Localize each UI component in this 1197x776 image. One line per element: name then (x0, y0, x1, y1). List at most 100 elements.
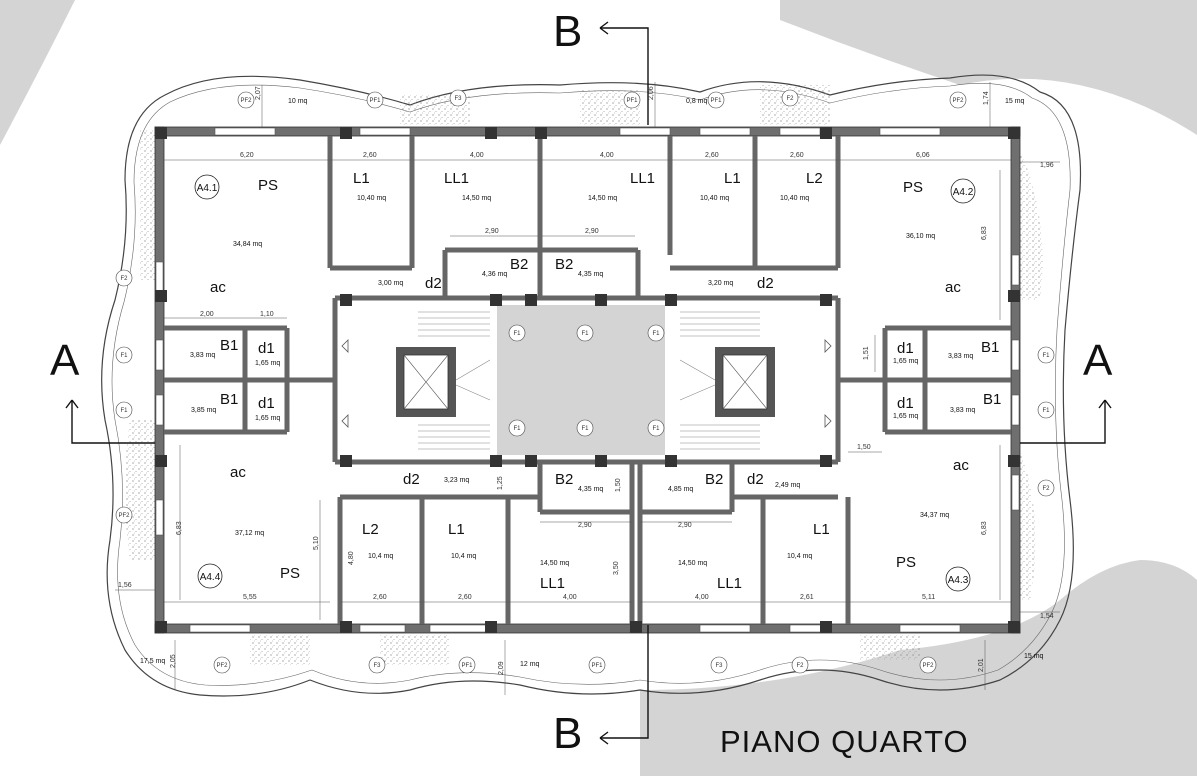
fixture-tag: F1 (1042, 408, 1050, 414)
dimension-label: 1,10 (260, 311, 274, 318)
dimension-label: 2,60 (458, 594, 472, 601)
area-label: 12 mq (520, 661, 540, 668)
dimension-label: 5,55 (243, 594, 257, 601)
room-label: ac (230, 464, 246, 481)
area-label: 10,4 mq (787, 553, 812, 560)
room-label: B2 (705, 471, 723, 488)
area-label: 10,40 mq (780, 195, 809, 202)
fixture-tag: PF1 (626, 98, 638, 104)
dimension-label: 1,56 (118, 582, 132, 589)
section-b-bottom: B (553, 709, 582, 758)
dimension-label: 1,50 (857, 444, 871, 451)
area-label: 0,8 mq (686, 98, 708, 105)
area-label: 10,40 mq (357, 195, 386, 202)
area-label: 3,20 mq (708, 280, 733, 287)
room-label: d1 (897, 395, 914, 412)
room-label: L1 (353, 170, 370, 187)
dimension-label: 6,20 (240, 152, 254, 159)
room-label: PS (280, 565, 300, 582)
fixture-tag: F1 (513, 426, 521, 432)
area-label: 1,65 mq (255, 360, 280, 367)
room-label: LL1 (540, 575, 565, 592)
room-label: LL1 (444, 170, 469, 187)
room-areas: 34,84 mq 36,10 mq 37,12 mq 34,37 mq 10,4… (140, 98, 1044, 668)
dimension-label: 2,90 (578, 522, 592, 529)
room-label: PS (903, 179, 923, 196)
room-label: ac (953, 457, 969, 474)
room-label: ac (945, 279, 961, 296)
dimension-label: 1,54 (1040, 613, 1054, 620)
area-label: 4,35 mq (578, 271, 603, 278)
fixture-tag: F1 (1042, 353, 1050, 359)
fixture-tag: PF1 (591, 663, 603, 669)
dimension-label: 1,25 (497, 476, 504, 490)
section-markers (65, 21, 1112, 745)
dimension-label: 2,00 (200, 311, 214, 318)
room-label: B1 (983, 391, 1001, 408)
fixture-tag-texts: PF2 PF1 F3 PF1 PF1 F2 PF2 F2 F1 F1 PF2 F… (118, 96, 1050, 669)
room-label: B1 (220, 391, 238, 408)
dimension-label: 2,90 (585, 228, 599, 235)
dimension-label: 4,00 (470, 152, 484, 159)
room-label: d1 (897, 340, 914, 357)
dimension-texts: 6,20 2,60 4,00 4,00 2,60 2,60 6,06 2,90 … (118, 86, 1054, 675)
area-label: 3,23 mq (444, 477, 469, 484)
area-label: 1,65 mq (255, 415, 280, 422)
dimension-label: 2,09 (498, 661, 505, 675)
dimension-label: 4,00 (563, 594, 577, 601)
fixture-tag: PF1 (369, 98, 381, 104)
section-b-top: B (553, 7, 582, 56)
area-label: 34,37 mq (920, 512, 949, 519)
room-label: L1 (448, 521, 465, 538)
room-label: PS (258, 177, 278, 194)
dimension-label: 4,00 (695, 594, 709, 601)
area-label: 1,65 mq (893, 358, 918, 365)
drawing-title: PIANO QUARTO (720, 724, 969, 759)
dimension-label: 2,60 (373, 594, 387, 601)
area-label: 4,36 mq (482, 271, 507, 278)
unit-markers (194, 174, 976, 592)
room-label: ac (210, 279, 226, 296)
room-label: B1 (220, 337, 238, 354)
room-label: B2 (555, 256, 573, 273)
area-label: 15 mq (1005, 98, 1025, 105)
unit-label: A4.3 (948, 575, 969, 586)
fixture-tag: F1 (513, 331, 521, 337)
area-label: 2,49 mq (775, 482, 800, 489)
dimension-label: 1,74 (983, 91, 990, 105)
unit-label: A4.1 (197, 183, 218, 194)
dimension-label: 6,83 (981, 226, 988, 240)
room-label: d1 (258, 395, 275, 412)
area-label: 3,83 mq (190, 352, 215, 359)
fixture-tag: PF2 (118, 513, 130, 519)
fixture-tag: PF1 (461, 663, 473, 669)
room-label: PS (896, 554, 916, 571)
unit-label: A4.2 (953, 187, 974, 198)
room-label: B2 (555, 471, 573, 488)
room-label: d2 (403, 471, 420, 488)
dimension-label: 2,05 (170, 654, 177, 668)
area-label: 3,85 mq (191, 407, 216, 414)
dimension-label: 5,11 (922, 594, 935, 601)
section-a-right: A (1083, 336, 1113, 385)
dimension-label: 2,60 (790, 152, 804, 159)
area-label: 10,40 mq (700, 195, 729, 202)
dimension-label: 2,90 (485, 228, 499, 235)
room-label: B2 (510, 256, 528, 273)
dimension-label: 6,83 (981, 521, 988, 535)
area-label: 3,83 mq (950, 407, 975, 414)
area-label: 10,4 mq (451, 553, 476, 560)
dimension-label: 6,83 (176, 521, 183, 535)
area-label: 14,50 mq (462, 195, 491, 202)
dimension-label: 4,80 (348, 551, 355, 565)
fixture-tag: PF2 (216, 663, 228, 669)
area-label: 3,00 mq (378, 280, 403, 287)
stairs-elevators (341, 311, 832, 450)
fixture-tag: F2 (786, 96, 794, 102)
dimension-label: 2,01 (978, 658, 985, 672)
area-label: 10,4 mq (368, 553, 393, 560)
fixture-tag: F1 (581, 331, 589, 337)
dimension-label: 2,06 (648, 86, 655, 100)
area-label: 15 mq (1024, 653, 1044, 660)
